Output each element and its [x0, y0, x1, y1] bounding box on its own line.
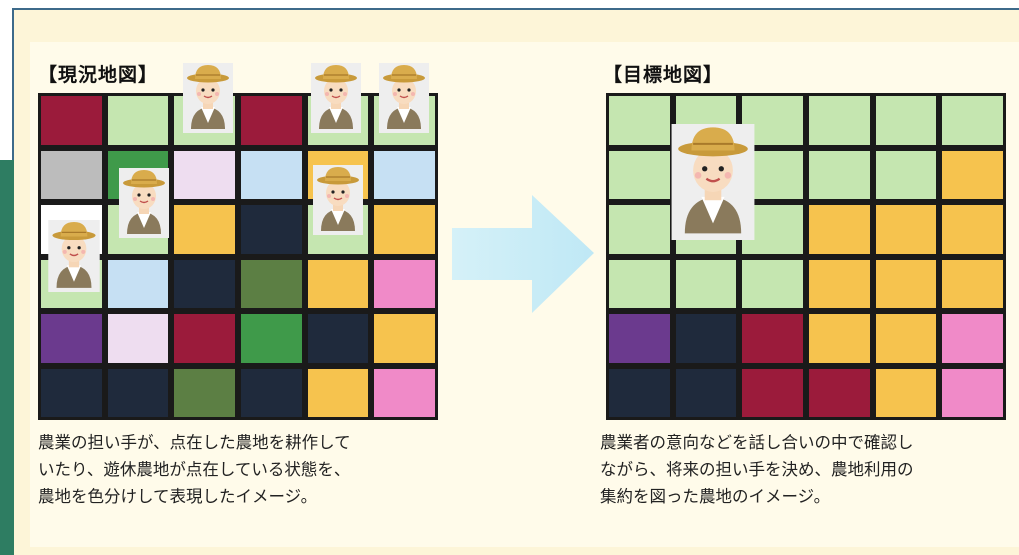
farmland-plot [107, 314, 169, 363]
farmland-plot [875, 368, 937, 417]
farmer-icon [312, 165, 364, 239]
farmland-plot [942, 368, 1003, 417]
farmland-plot [174, 259, 235, 308]
farmland-plot [174, 205, 235, 254]
farmland-plot [942, 314, 1003, 363]
caption-line: ながら、将来の担い手を決め、農地利用の [600, 460, 914, 479]
farmland-plot [809, 314, 870, 363]
farmland-plot [609, 259, 670, 308]
farmer-icon [670, 124, 756, 244]
farmland-plot [875, 259, 937, 308]
farmland-plot [41, 150, 102, 199]
farmland-plot [241, 150, 302, 199]
target-farmland-grid [606, 93, 1006, 420]
farmland-plot [942, 205, 1003, 254]
farmland-plot [241, 259, 302, 308]
sidebar-strip [0, 160, 14, 555]
farmland-plot [307, 368, 369, 417]
current-map-caption: 農業の担い手が、点在した農地を耕作して いたり、遊休農地が点在している状態を、 … [38, 429, 351, 510]
farmland-plot [609, 368, 670, 417]
farmland-plot [41, 96, 102, 145]
farmland-plot [675, 259, 737, 308]
farmland-plot [241, 205, 302, 254]
farmer-icon [378, 63, 430, 137]
farmland-plot [41, 368, 102, 417]
target-map-title: 【目標地図】 [603, 64, 724, 86]
farmland-plot [809, 96, 870, 145]
target-map-caption: 農業者の意向などを話し合いの中で確認し ながら、将来の担い手を決め、農地利用の … [600, 429, 914, 510]
farmer-icon [182, 63, 234, 137]
farmland-plot [609, 314, 670, 363]
caption-line: 農業者の意向などを話し合いの中で確認し [600, 433, 914, 452]
farmland-plot [875, 314, 937, 363]
farmland-plot [742, 314, 803, 363]
farmland-plot [107, 259, 169, 308]
farmland-plot [942, 150, 1003, 199]
farmer-icon [48, 220, 100, 296]
farmland-plot [374, 368, 435, 417]
farmland-plot [609, 205, 670, 254]
farmland-plot [809, 150, 870, 199]
farmland-plot [942, 259, 1003, 308]
current-map-title: 【現況地図】 [38, 64, 159, 86]
farmland-plot [307, 314, 369, 363]
farmland-plot [374, 314, 435, 363]
farmland-plot [742, 368, 803, 417]
farmland-plot [374, 205, 435, 254]
farmland-plot [41, 314, 102, 363]
farmland-plot [942, 96, 1003, 145]
farmland-plot [609, 96, 670, 145]
farmland-plot [174, 368, 235, 417]
farmland-plot [241, 314, 302, 363]
farmland-plot [107, 96, 169, 145]
farmland-plot [609, 150, 670, 199]
farmland-plot [875, 96, 937, 145]
farmland-plot [809, 368, 870, 417]
farmland-plot [675, 314, 737, 363]
farmland-plot [374, 150, 435, 199]
farmer-icon [310, 63, 362, 137]
caption-line: 集約を図った農地のイメージ。 [600, 487, 831, 506]
caption-line: いたり、遊休農地が点在している状態を、 [38, 460, 351, 479]
farmland-plot [374, 259, 435, 308]
farmland-plot [809, 259, 870, 308]
farmland-plot [875, 150, 937, 199]
farmland-plot [875, 205, 937, 254]
right-arrow-icon [452, 195, 594, 313]
farmland-plot [174, 150, 235, 199]
caption-line: 農業の担い手が、点在した農地を耕作して [38, 433, 351, 452]
farmer-icon [118, 168, 170, 242]
farmland-plot [809, 205, 870, 254]
caption-line: 農地を色分けして表現したイメージ。 [38, 487, 318, 506]
farmland-plot [307, 259, 369, 308]
farmland-plot [675, 368, 737, 417]
farmland-plot [174, 314, 235, 363]
farmland-plot [742, 259, 803, 308]
farmland-plot [241, 96, 302, 145]
farmland-plot [107, 368, 169, 417]
farmland-plot [241, 368, 302, 417]
